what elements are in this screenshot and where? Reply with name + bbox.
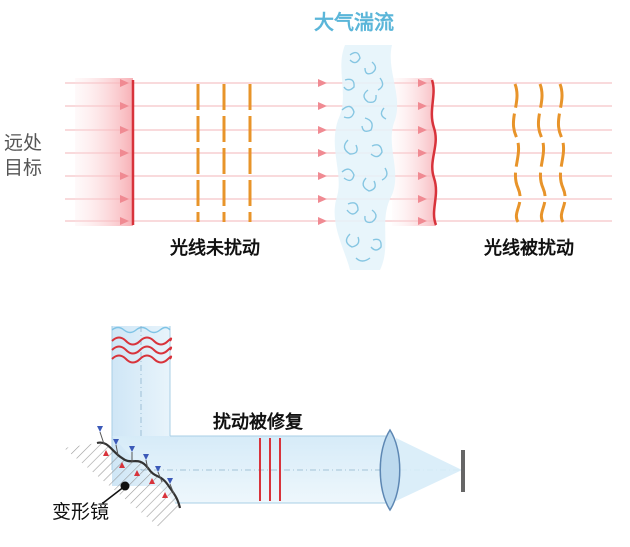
turbulence-column bbox=[334, 45, 398, 270]
disturbed-label: 光线被扰动 bbox=[484, 238, 574, 259]
distorted-wavefront bbox=[430, 79, 438, 226]
detector bbox=[461, 450, 465, 492]
undisturbed-label: 光线未扰动 bbox=[170, 238, 260, 259]
corrected-label: 扰动被修复 bbox=[213, 412, 303, 433]
focusing-lens bbox=[379, 428, 401, 512]
target-label-line2: 目标 bbox=[4, 157, 43, 179]
target-label-line1: 远处 bbox=[4, 132, 43, 154]
focusing-cone bbox=[396, 438, 462, 501]
wavefront-glow-right bbox=[392, 78, 436, 226]
distorted-wavefronts-incoming bbox=[111, 336, 173, 364]
undisturbed-wavefronts bbox=[196, 84, 252, 222]
distant-target-label: 远处 目标 bbox=[4, 131, 42, 181]
mirror-pointer bbox=[102, 485, 126, 504]
turbulence-label: 大气湍流 bbox=[314, 10, 394, 34]
disturbed-wavefronts bbox=[511, 83, 567, 223]
mirror-label: 变形镜 bbox=[52, 501, 110, 523]
horizontal-beam bbox=[112, 436, 386, 503]
ray-arrowheads bbox=[120, 79, 427, 225]
corrected-wavefronts bbox=[259, 438, 281, 501]
mirror-pointer-dot bbox=[120, 481, 130, 491]
